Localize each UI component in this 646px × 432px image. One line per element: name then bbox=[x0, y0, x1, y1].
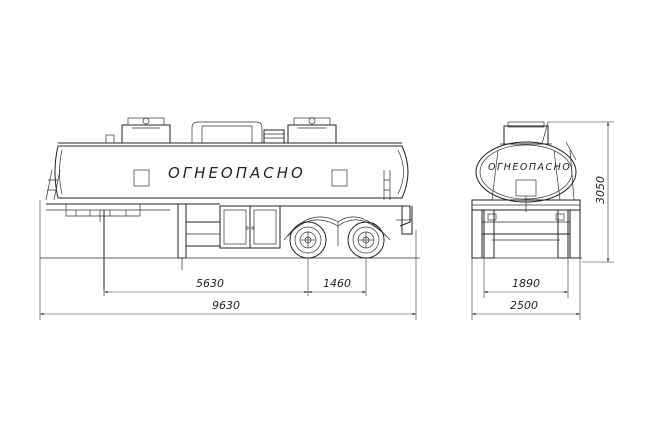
dimension-5630: 5630 bbox=[103, 258, 309, 296]
dimension-2500-label: 2500 bbox=[510, 299, 538, 312]
wheel-rear-axle bbox=[347, 221, 385, 259]
dimension-1890-label: 1890 bbox=[512, 277, 540, 290]
dimension-9630-label: 9630 bbox=[212, 299, 240, 312]
tank-warning-label: ОГНЕОПАСНО bbox=[168, 164, 306, 182]
dimension-1460: 1460 bbox=[308, 258, 367, 296]
dimension-3050-label: 3050 bbox=[594, 176, 607, 204]
dimension-5630-label: 5630 bbox=[196, 277, 224, 290]
wheel-front-axle bbox=[289, 221, 327, 259]
rear-view: ОГНЕОПАСНО 3050 bbox=[471, 121, 614, 320]
manhole-rear bbox=[287, 117, 337, 144]
dimension-3050: 3050 bbox=[548, 121, 614, 263]
manhole-front bbox=[121, 117, 171, 144]
dimension-2500: 2500 bbox=[471, 258, 581, 320]
dimension-9630: 9630 bbox=[39, 200, 417, 320]
side-view: ОГНЕОПАСНО bbox=[39, 117, 420, 320]
dimension-1460-label: 1460 bbox=[323, 277, 351, 290]
dimension-1890: 1890 bbox=[483, 258, 569, 298]
equipment-cabinet bbox=[219, 205, 281, 249]
rear-tank-warning-label: ОГНЕОПАСНО bbox=[488, 162, 571, 173]
tank-shell bbox=[54, 145, 409, 199]
